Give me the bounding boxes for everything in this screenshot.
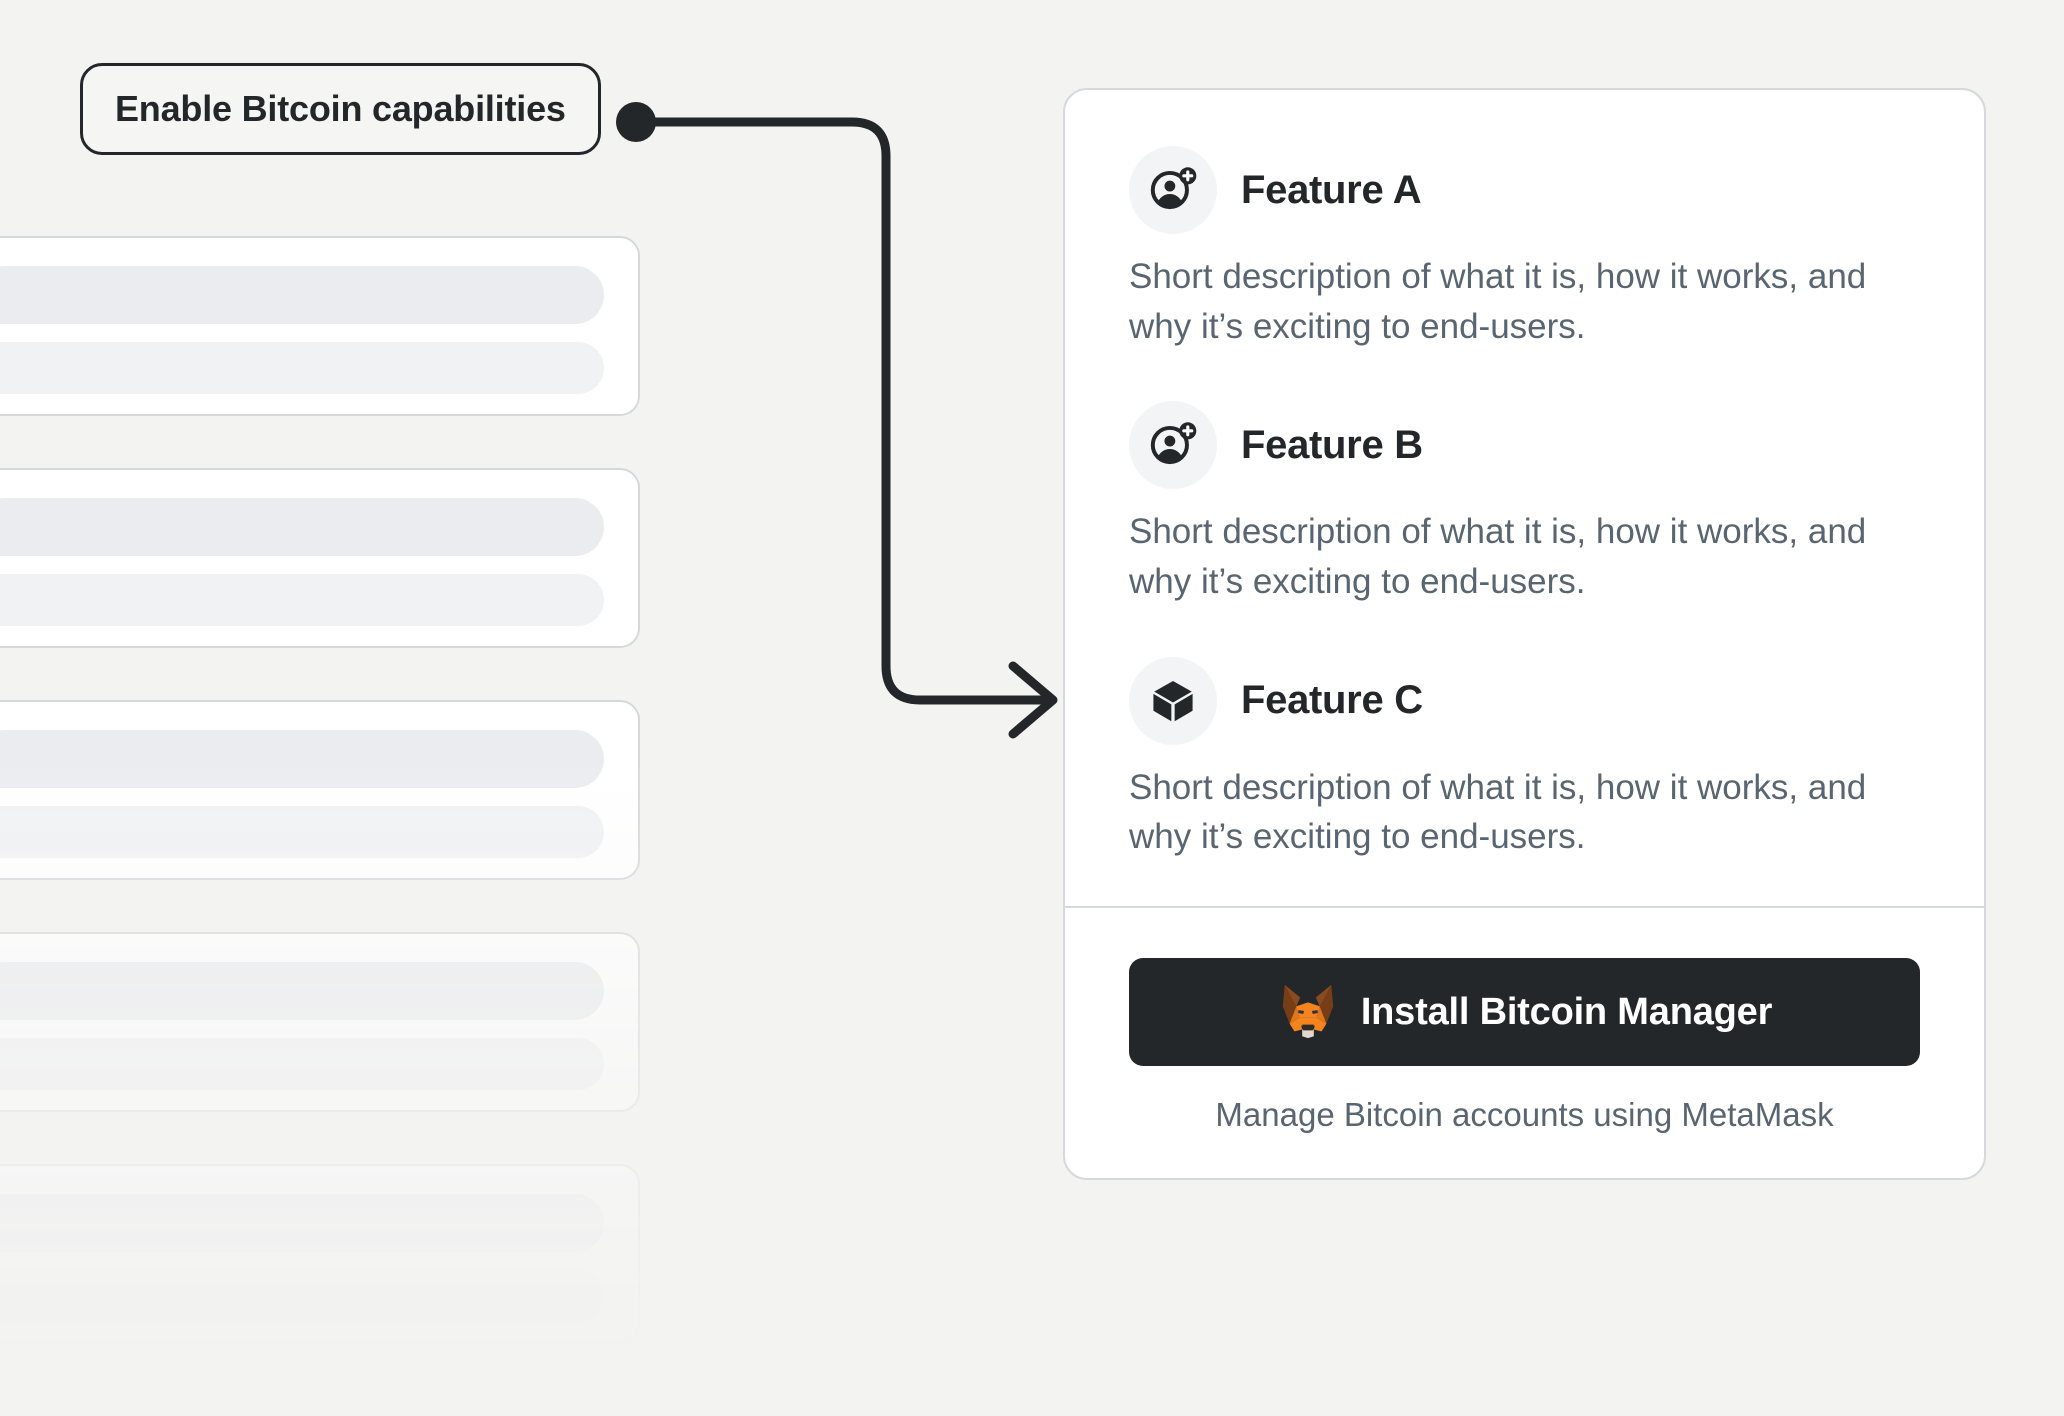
skeleton-bar [0,266,604,324]
card-footer: Install Bitcoin Manager Manage Bitcoin a… [1065,908,1984,1178]
person-add-icon [1129,401,1217,490]
feature-title: Feature A [1241,167,1422,212]
bitcoin-capabilities-card: Feature A Short description of what it i… [1063,88,1986,1181]
feature-header: Feature B [1129,401,1920,490]
skeleton-bar [0,342,604,394]
skeleton-card [0,236,640,416]
skeleton-bar [0,1038,604,1090]
feature-item: Feature B Short description of what it i… [1129,401,1920,606]
person-add-icon [1129,146,1217,234]
skeleton-bar [0,730,604,788]
annotation-pill-label: Enable Bitcoin capabilities [115,88,566,129]
skeleton-card [0,468,640,648]
card-divider [1065,906,1984,909]
connector-anchor-dot [616,102,656,142]
skeleton-card [0,1164,640,1344]
skeleton-card [0,932,640,1112]
feature-header: Feature A [1129,146,1920,234]
cube-icon [1129,656,1217,745]
feature-item: Feature A Short description of what it i… [1129,146,1920,351]
skeleton-bar [0,806,604,858]
skeleton-card [0,700,640,880]
skeleton-bar [0,1194,604,1252]
install-bitcoin-manager-button[interactable]: Install Bitcoin Manager [1129,958,1920,1067]
skeleton-bar [0,1270,604,1322]
feature-description: Short description of what it is, how it … [1129,257,1867,346]
feature-description: Short description of what it is, how it … [1129,512,1867,602]
footer-caption: Manage Bitcoin accounts using MetaMask [1215,1096,1834,1134]
skeleton-bar [0,574,604,626]
feature-title: Feature B [1241,422,1423,467]
feature-header: Feature C [1129,656,1920,745]
feature-list: Feature A Short description of what it i… [1065,90,1984,906]
install-button-label: Install Bitcoin Manager [1360,990,1773,1033]
skeleton-bar [0,498,604,556]
skeleton-bar [0,962,604,1020]
metamask-fox-icon [1282,985,1333,1039]
feature-item: Feature C Short description of what it i… [1129,656,1920,862]
annotation-pill: Enable Bitcoin capabilities [80,63,601,155]
feature-description: Short description of what it is, how it … [1129,767,1867,857]
feature-title: Feature C [1241,678,1423,723]
background-skeleton-list [0,236,640,1416]
